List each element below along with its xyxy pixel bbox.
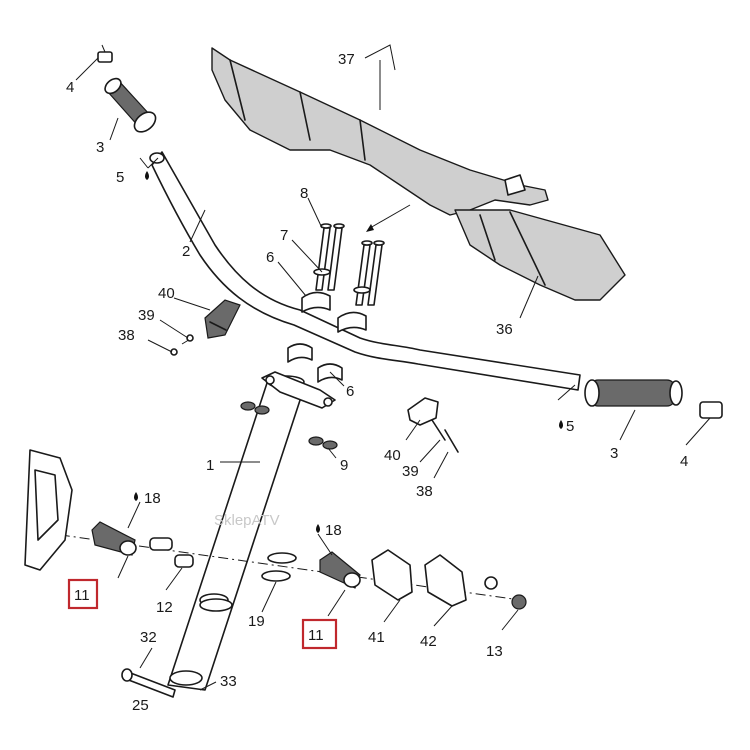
callout-33: 33	[220, 673, 237, 690]
callout-5-right: 5	[566, 418, 574, 435]
callout-25: 25	[132, 697, 149, 714]
callout-4-right: 4	[680, 453, 688, 470]
callout-18-right: 18	[325, 522, 342, 539]
left-end-cap	[97, 44, 113, 63]
plate-42	[424, 554, 467, 607]
switch-housing-right	[407, 397, 459, 453]
upper-clamp-right	[337, 311, 367, 333]
washers-7	[313, 268, 371, 294]
pitman-arm-right	[319, 551, 361, 589]
arrow-head	[366, 224, 374, 232]
highlight-box-11-right	[301, 618, 338, 650]
bushing-12	[149, 537, 194, 568]
upper-clamp-left	[301, 291, 331, 313]
callout-36: 36	[496, 321, 513, 338]
leader-37	[364, 44, 396, 71]
ring-column-lower	[199, 598, 233, 612]
callout-37: 37	[338, 51, 355, 68]
lower-clamp-right	[317, 363, 343, 383]
callout-39-right: 39	[402, 463, 419, 480]
pitman-arm-left	[91, 521, 137, 556]
callout-7: 7	[280, 227, 288, 244]
handlebar-cover-upper	[211, 47, 549, 216]
column-top-plate	[261, 371, 336, 409]
callout-4-left: 4	[66, 79, 74, 96]
callout-32: 32	[140, 629, 157, 646]
callout-39-left: 39	[138, 307, 155, 324]
callout-38-right: 38	[416, 483, 433, 500]
bolt-32	[121, 668, 176, 698]
callout-19: 19	[248, 613, 265, 630]
nuts-9	[240, 401, 338, 450]
leader-lines	[75, 57, 711, 691]
callout-38-left: 38	[118, 327, 135, 344]
callout-41: 41	[368, 629, 385, 646]
watermark-text: SklepATV	[214, 512, 280, 529]
callout-42: 42	[420, 633, 437, 650]
right-grip	[584, 379, 683, 407]
callout-9: 9	[340, 457, 348, 474]
lower-clamp-left	[287, 343, 313, 363]
handlebar	[149, 151, 581, 391]
screw-39-left	[181, 334, 194, 345]
steering-column	[167, 375, 306, 691]
callout-5-left: 5	[116, 169, 124, 186]
grease-drop-icon	[134, 492, 138, 501]
highlight-box-11-left	[67, 578, 99, 610]
callout-3-right: 3	[610, 445, 618, 462]
callout-1: 1	[206, 457, 214, 474]
grease-drop-icon	[316, 524, 320, 533]
callout-40-right: 40	[384, 447, 401, 464]
callout-18-left: 18	[144, 490, 161, 507]
callout-13: 13	[486, 643, 503, 660]
grease-drop-icon	[145, 171, 149, 180]
callout-6-upper: 6	[266, 249, 274, 266]
callout-11-right: 11	[308, 627, 324, 644]
frame-bracket	[24, 449, 73, 571]
right-end-cap	[699, 401, 723, 419]
callout-12: 12	[156, 599, 173, 616]
callout-6-lower: 6	[346, 383, 354, 400]
callout-2: 2	[182, 243, 190, 260]
callout-3-left: 3	[96, 139, 104, 156]
grease-drop-icon	[559, 420, 563, 429]
arrow-to-clamps	[369, 204, 411, 229]
switch-housing-left	[204, 299, 241, 339]
nut-13	[484, 576, 527, 610]
handlebar-cover-lower	[454, 209, 626, 301]
callout-11-left: 11	[74, 587, 90, 604]
left-grip	[104, 77, 157, 133]
bearing-19	[261, 552, 297, 582]
plate-41	[371, 549, 413, 601]
clamp-bolts	[315, 223, 385, 306]
callout-40-left: 40	[158, 285, 175, 302]
callout-8: 8	[300, 185, 308, 202]
callout-labels: 4 3 5 2 37 8 7 6 40 39 38 36 6 1 9 40 39…	[66, 51, 688, 714]
